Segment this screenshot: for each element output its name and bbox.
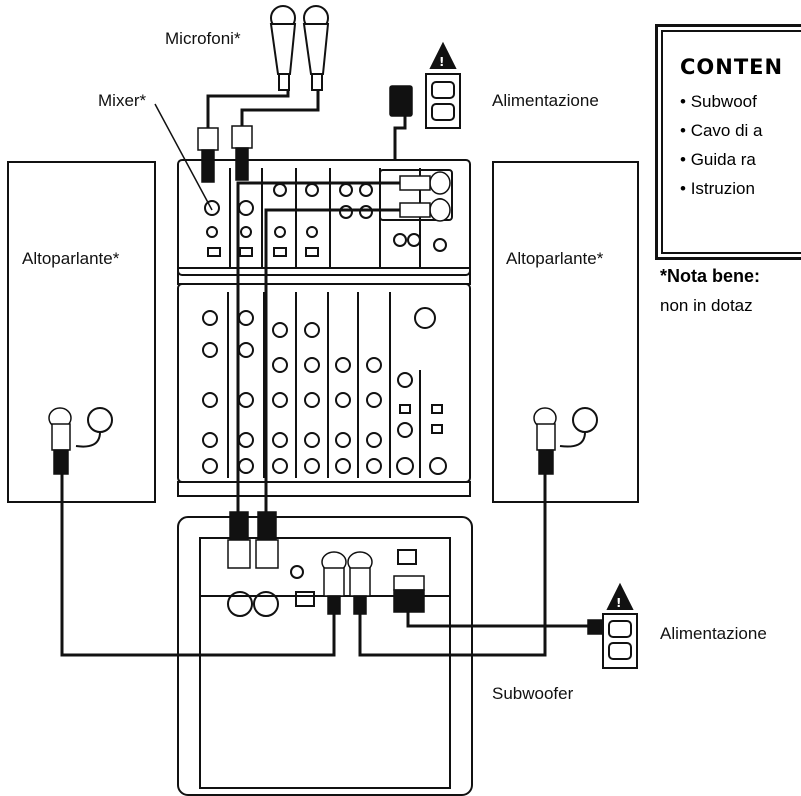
- contents-item: Istruzion: [680, 174, 763, 203]
- contents-item: Cavo di a: [680, 116, 763, 145]
- right-speaker: [492, 161, 639, 503]
- note-text: non in dotaz: [660, 296, 753, 315]
- mixer-leader-line: [154, 103, 213, 211]
- subwoofer-label: Subwoofer: [492, 684, 574, 703]
- note-title: *Nota bene:: [660, 266, 761, 286]
- contents-title: CONTEN: [680, 55, 784, 79]
- mixer-label: Mixer*: [98, 91, 147, 110]
- contents-item: Guida ra: [680, 145, 763, 174]
- contents-box: CONTEN Subwoof Cavo di a Guida ra Istruz…: [655, 24, 801, 260]
- left-speaker: [7, 161, 156, 503]
- right-speaker-label: Altoparlante*: [506, 249, 604, 268]
- svg-text:!: !: [439, 55, 444, 69]
- contents-item: Subwoof: [680, 87, 763, 116]
- svg-text:!: !: [616, 596, 621, 610]
- left-speaker-label: Altoparlante*: [22, 249, 120, 268]
- microphones-label: Microfoni*: [165, 29, 241, 48]
- power-label-bottom: Alimentazione: [660, 624, 767, 643]
- power-outlets: [425, 41, 638, 669]
- contents-list: Subwoof Cavo di a Guida ra Istruzion: [680, 87, 763, 203]
- microphones: [269, 5, 330, 91]
- power-label-top: Alimentazione: [492, 91, 599, 110]
